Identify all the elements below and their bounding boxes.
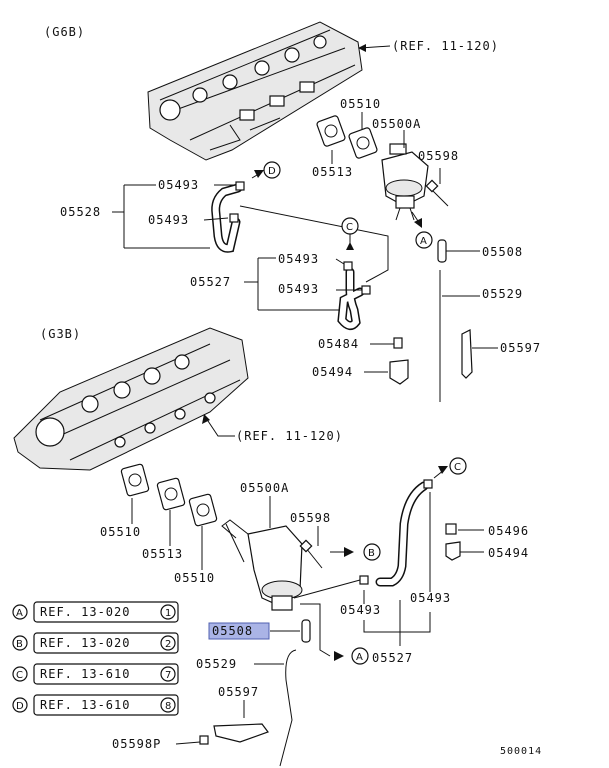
label-05493-upper-d: 05493 xyxy=(278,282,319,296)
svg-text:REF. 13-610: REF. 13-610 xyxy=(40,667,130,681)
hose-05527-lower[interactable] xyxy=(375,481,429,587)
ref-label-g6b-head[interactable]: (REF. 11-120) xyxy=(392,39,499,53)
bolt-05598-lower[interactable] xyxy=(299,539,323,569)
callout-c-lower[interactable]: C xyxy=(449,457,467,475)
label-05493-upper-a: 05493 xyxy=(158,178,199,192)
svg-text:C: C xyxy=(454,462,461,473)
svg-text:D: D xyxy=(16,701,24,712)
clamp-05493-upper-1[interactable] xyxy=(235,181,245,191)
label-05494-upper: 05494 xyxy=(312,365,353,379)
svg-text:D: D xyxy=(268,166,276,177)
svg-text:2: 2 xyxy=(165,639,171,650)
label-05510-upper: 05510 xyxy=(340,97,381,111)
callout-d-upper[interactable]: D xyxy=(263,161,281,179)
screw-05484[interactable] xyxy=(393,337,403,349)
callout-c-upper[interactable]: C xyxy=(341,217,359,235)
bolt-05598p[interactable] xyxy=(199,735,209,745)
svg-text:C: C xyxy=(16,670,23,681)
label-05510-lower-b: 05510 xyxy=(174,571,215,585)
label-05598-upper: 05598 xyxy=(418,149,459,163)
bracket-05597-upper[interactable] xyxy=(461,329,473,379)
label-05597-lower: 05597 xyxy=(218,685,259,699)
bracket-05494-upper[interactable] xyxy=(389,359,409,385)
label-05510-lower-a: 05510 xyxy=(100,525,141,539)
svg-text:A: A xyxy=(420,236,427,247)
label-05484: 05484 xyxy=(318,337,359,351)
label-05508-upper: 05508 xyxy=(482,245,523,259)
highlight-05508 xyxy=(208,622,270,640)
rod-05529-lower[interactable] xyxy=(279,649,297,767)
label-05528: 05528 xyxy=(60,205,101,219)
label-05527-upper: 05527 xyxy=(190,275,231,289)
legend-row-c[interactable]: C REF. 13-610 7 xyxy=(12,663,179,685)
svg-text:8: 8 xyxy=(165,701,171,712)
clamp-05493-upper-4[interactable] xyxy=(361,285,371,295)
label-05508-lower[interactable]: 05508 xyxy=(212,624,253,638)
label-05494-lower: 05494 xyxy=(488,546,529,560)
label-05598p: 05598P xyxy=(112,737,161,751)
label-05529-upper: 05529 xyxy=(482,287,523,301)
fuel-pump-05500a-lower[interactable] xyxy=(221,519,303,611)
bracket-05597-lower[interactable] xyxy=(213,723,269,743)
label-05513-lower: 05513 xyxy=(142,547,183,561)
hose-05527-upper[interactable] xyxy=(337,267,365,330)
legend-row-a[interactable]: A REF. 13-020 1 xyxy=(12,601,179,623)
label-05500a-upper: 05500A xyxy=(372,117,421,131)
ref-label-g3b-head[interactable]: (REF. 11-120) xyxy=(236,429,343,443)
callout-a-lower[interactable]: A xyxy=(351,647,369,665)
clamp-05493-upper-2[interactable] xyxy=(229,213,239,223)
svg-text:REF. 13-020: REF. 13-020 xyxy=(40,605,130,619)
gasket-05513-upper[interactable] xyxy=(316,115,346,147)
svg-text:REF. 13-020: REF. 13-020 xyxy=(40,636,130,650)
svg-text:B: B xyxy=(16,639,23,650)
bolt-05598-upper[interactable] xyxy=(425,179,449,207)
figure-number: 500014 xyxy=(500,746,542,757)
svg-text:B: B xyxy=(368,548,375,559)
label-05513-upper: 05513 xyxy=(312,165,353,179)
label-05493-upper-c: 05493 xyxy=(278,252,319,266)
gasket-05510-lower-b[interactable] xyxy=(188,493,218,527)
legend-row-b[interactable]: B REF. 13-020 2 xyxy=(12,632,179,654)
svg-text:REF. 13-610: REF. 13-610 xyxy=(40,698,130,712)
g3b-cylinder-head[interactable] xyxy=(13,327,249,471)
svg-text:C: C xyxy=(346,222,353,233)
gasket-05510-lower-a[interactable] xyxy=(120,463,150,497)
label-05493-lower-a: 05493 xyxy=(340,603,381,617)
label-05493-lower-b: 05493 xyxy=(410,591,451,605)
svg-text:A: A xyxy=(16,608,23,619)
clamp-05493-lower-1[interactable] xyxy=(359,575,369,585)
clamp-05493-lower-2[interactable] xyxy=(423,479,433,489)
fitting-05508-lower[interactable] xyxy=(301,619,311,643)
g6b-cylinder-head[interactable] xyxy=(147,21,363,161)
callout-a-upper[interactable]: A xyxy=(415,231,433,249)
fuel-pump-05500a-upper[interactable] xyxy=(381,143,429,221)
label-05598-lower: 05598 xyxy=(290,511,331,525)
label-05527-lower: 05527 xyxy=(372,651,413,665)
section-label-g6b: (G6B) xyxy=(44,25,85,39)
svg-text:7: 7 xyxy=(165,670,171,681)
callout-b-lower[interactable]: B xyxy=(363,543,381,561)
gasket-05513-lower[interactable] xyxy=(156,477,186,511)
label-05500a-lower: 05500A xyxy=(240,481,289,495)
screw-05496[interactable] xyxy=(445,523,457,535)
label-05597-upper: 05597 xyxy=(500,341,541,355)
label-05493-upper-b: 05493 xyxy=(148,213,189,227)
legend-row-d[interactable]: D REF. 13-610 8 xyxy=(12,694,179,716)
label-05496: 05496 xyxy=(488,524,529,538)
fitting-05508-upper[interactable] xyxy=(437,239,447,263)
hose-05528[interactable] xyxy=(211,183,243,253)
gasket-05510-upper[interactable] xyxy=(348,127,378,159)
bracket-05494-lower[interactable] xyxy=(445,541,461,561)
clamp-05493-upper-3[interactable] xyxy=(343,261,353,271)
svg-text:A: A xyxy=(356,652,363,663)
svg-text:1: 1 xyxy=(165,608,171,619)
section-label-g3b: (G3B) xyxy=(40,327,81,341)
label-05529-lower: 05529 xyxy=(196,657,237,671)
